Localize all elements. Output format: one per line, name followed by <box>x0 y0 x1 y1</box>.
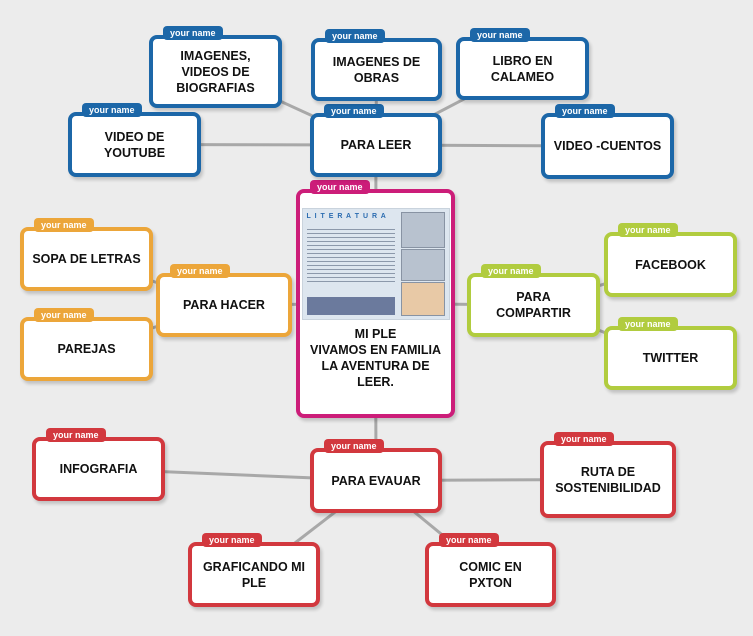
your-name-tag: your name <box>82 103 142 117</box>
node-label: VIDEO DE YOUTUBE <box>103 129 166 160</box>
your-name-tag: your name <box>325 29 385 43</box>
your-name-tag: your name <box>618 223 678 237</box>
node-label: INFOGRAFIA <box>59 462 138 476</box>
node-label: PARA EVAUAR <box>331 473 421 488</box>
node-label: PAREJAS <box>57 342 116 356</box>
node-label: PARA LEER <box>340 138 412 152</box>
node-label: PARA COMPARTIR <box>496 290 571 320</box>
your-name-tag: your name <box>555 104 615 118</box>
node-facebook[interactable]: your name FACEBOOK <box>604 223 737 297</box>
node-video-youtube[interactable]: your name VIDEO DE YOUTUBE <box>68 103 201 177</box>
poster-image: L I T E R A T U R A <box>301 208 450 320</box>
node-label: IMAGENES DE OBRAS <box>332 54 421 85</box>
node-label: GRAFICANDO MI PLE <box>202 559 306 590</box>
node-para-compartir[interactable]: your name PARA COMPARTIR <box>467 264 600 337</box>
your-name-tag: your name <box>310 180 370 194</box>
your-name-tag: your name <box>324 439 384 453</box>
your-name-tag: your name <box>481 264 541 278</box>
node-video-cuentos[interactable]: your name VIDEO -CUENTOS <box>541 104 674 179</box>
node-graficando-ple[interactable]: your name GRAFICANDO MI PLE <box>188 533 320 607</box>
node-label: MI PLE VIVAMOS EN FAMILIA LA AVENTURA DE… <box>309 327 442 389</box>
node-comic-pxton[interactable]: your name COMIC EN PXTON <box>425 533 556 607</box>
node-label: TWITTER <box>642 351 699 365</box>
node-para-hacer[interactable]: your name PARA HACER <box>156 264 292 337</box>
your-name-tag: your name <box>46 428 106 442</box>
your-name-tag: your name <box>554 432 614 446</box>
your-name-tag: your name <box>618 317 678 331</box>
your-name-tag: your name <box>202 533 262 547</box>
your-name-tag: your name <box>163 26 223 40</box>
node-para-leer[interactable]: your name PARA LEER <box>310 104 442 177</box>
node-ruta-sostenibilidad[interactable]: your name RUTA DE SOSTENIBILIDAD <box>540 432 676 518</box>
your-name-tag: your name <box>34 218 94 232</box>
node-twitter[interactable]: your name TWITTER <box>604 317 737 390</box>
node-parejas[interactable]: your name PAREJAS <box>20 308 153 381</box>
node-label: RUTA DE SOSTENIBILIDAD <box>555 464 661 495</box>
node-label: VIDEO -CUENTOS <box>553 139 662 153</box>
your-name-tag: your name <box>34 308 94 322</box>
family-illustration <box>400 282 445 316</box>
your-name-tag: your name <box>439 533 499 547</box>
node-label: IMAGENES, VIDEOS DE BIOGRAFIAS <box>176 48 255 95</box>
portrait-photo <box>400 212 445 248</box>
node-label: PARA HACER <box>183 298 265 312</box>
node-libro-calameo[interactable]: your name LIBRO EN CALAMEO <box>456 28 589 100</box>
node-label: FACEBOOK <box>635 257 706 272</box>
your-name-tag: your name <box>324 104 384 118</box>
node-para-evaluar[interactable]: your name PARA EVAUAR <box>310 439 442 513</box>
portrait-photo <box>400 249 445 281</box>
node-imagenes-videos[interactable]: your name IMAGENES, VIDEOS DE BIOGRAFIAS <box>149 26 282 108</box>
node-label: LIBRO EN CALAMEO <box>490 53 555 84</box>
node-imagenes-obras[interactable]: your name IMAGENES DE OBRAS <box>311 29 442 101</box>
node-label: COMIC EN PXTON <box>459 559 522 590</box>
node-infografia[interactable]: your name INFOGRAFIA <box>32 428 165 501</box>
node-sopa-letras[interactable]: your name SOPA DE LETRAS <box>20 218 153 291</box>
your-name-tag: your name <box>470 28 530 42</box>
node-label: SOPA DE LETRAS <box>32 252 141 266</box>
your-name-tag: your name <box>170 264 230 278</box>
node-center[interactable]: your name L I T E R A T U R A MI PLE VIV… <box>296 180 455 418</box>
